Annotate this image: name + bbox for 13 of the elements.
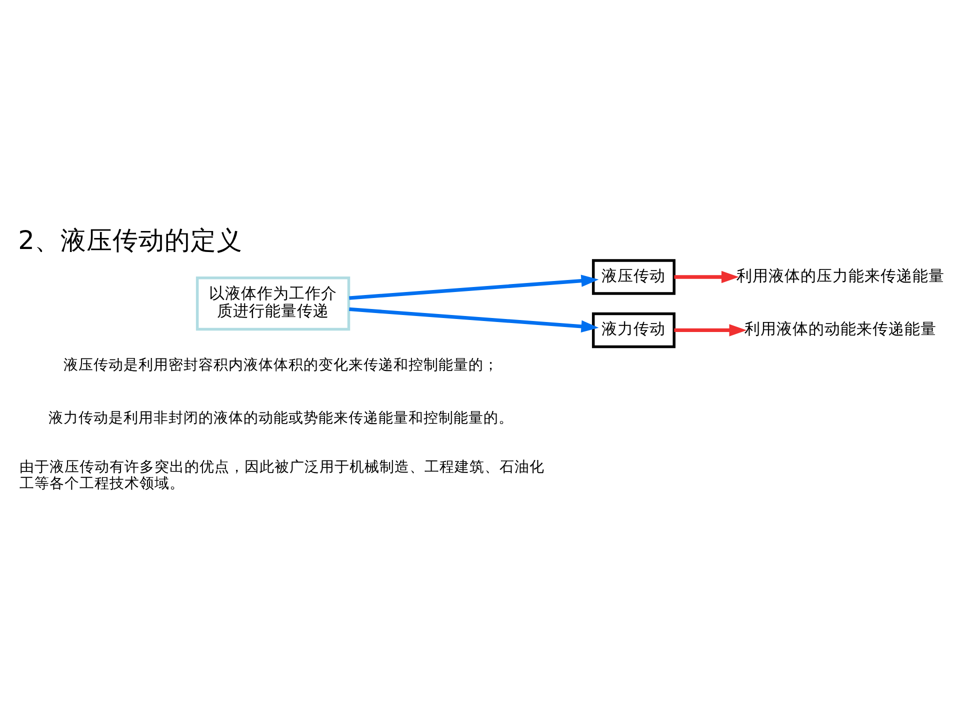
label: 液力传动是利用非封闭的液体的动能或势能来传递能量和控制能量的。 — [48, 409, 514, 426]
diagram-title: 2、液压传动的定义 — [18, 225, 243, 256]
arrow — [674, 324, 747, 336]
node-box: 液力传动 — [592, 312, 676, 348]
arrow — [674, 270, 739, 283]
label: 液压传动是利用密封容积内液体体积的变化来传递和控制能量的； — [63, 356, 498, 373]
node-text: 利用液体的压力能来传递能量 — [736, 266, 945, 284]
node-text: 利用液体的动能来传递能量 — [744, 319, 937, 338]
node-box: 液压传动 — [592, 258, 676, 294]
label: 由于液压传动有许多突出的优点，因此被广泛用于机械制造、工程建筑、石油化工等各个工程技术领域。 — [20, 458, 545, 492]
node-box: 以液体作为工作介质进行能量传递 — [196, 276, 350, 330]
arrow — [349, 274, 599, 300]
arrow — [349, 306, 599, 332]
